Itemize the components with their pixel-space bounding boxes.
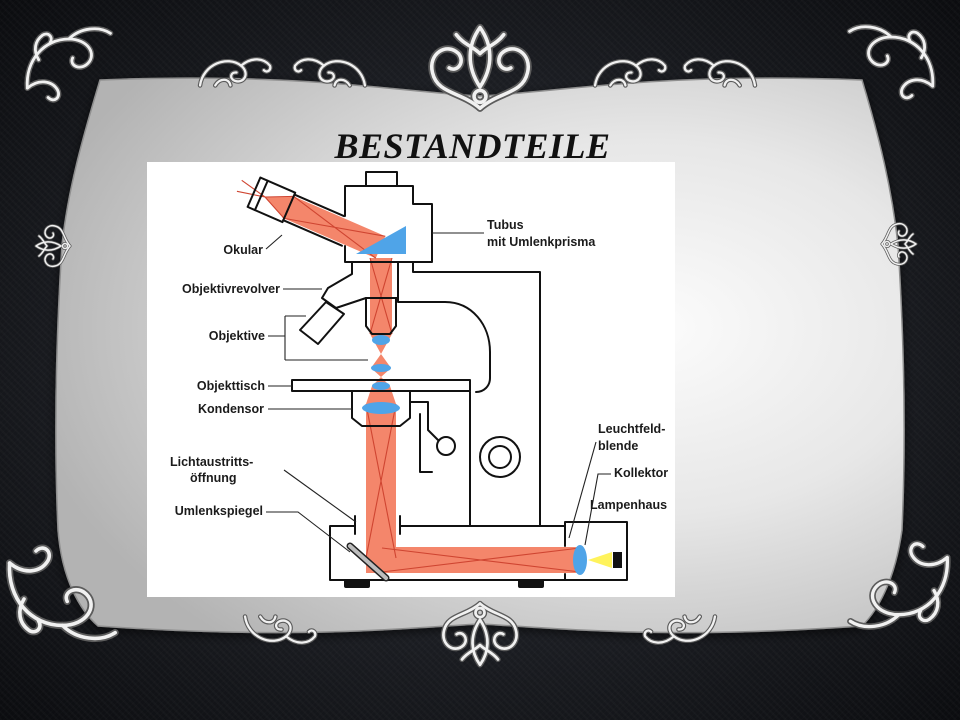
eyepiece-inner-ring <box>253 179 269 212</box>
deflection-mirror-surface <box>348 544 388 580</box>
diagram-labels: Okular Objektivrevolver Objektive Objekt… <box>170 218 668 518</box>
objective-lens <box>372 335 390 345</box>
label-lichtaustritts-line2: öffnung <box>190 471 237 485</box>
focus-knob-inner <box>488 445 512 469</box>
foot-left <box>344 579 370 588</box>
label-okular: Okular <box>223 243 263 257</box>
label-tubus-line1: Tubus <box>487 218 524 232</box>
lamp-light <box>588 552 612 568</box>
label-leuchtfeld-line1: Leuchtfeld- <box>598 422 665 436</box>
label-tubus-line2: mit Umlenkprisma <box>487 235 596 249</box>
objective-vertical <box>365 297 397 335</box>
front-lens <box>371 364 391 372</box>
stand-arm <box>397 261 541 527</box>
eyepiece-assembly <box>236 176 386 259</box>
light-rays-eyepiece <box>236 179 386 259</box>
label-objektivrevolver: Objektivrevolver <box>182 282 280 296</box>
light-cone-eyepiece <box>265 196 294 219</box>
condenser-lens <box>362 402 400 414</box>
foot-right <box>518 579 544 588</box>
slide-title: BESTANDTEILE <box>334 126 611 166</box>
label-kollektor: Kollektor <box>614 466 668 480</box>
light-path-horizontal <box>366 547 580 573</box>
light-exit-aperture <box>354 515 401 535</box>
leader-lichtaustrittsoeffnung <box>283 469 357 523</box>
objective-angled <box>299 301 345 345</box>
light-rays-horizontal <box>381 547 581 573</box>
leader-leuchtfeldblende <box>568 441 597 539</box>
light-rays-vertical <box>365 257 397 559</box>
label-lampenhaus: Lampenhaus <box>590 498 667 512</box>
label-leuchtfeld-line2: blende <box>598 439 638 453</box>
focus-knob <box>479 436 521 478</box>
label-kondensor: Kondensor <box>198 402 264 416</box>
label-objektive: Objektive <box>209 329 265 343</box>
leader-kollektor <box>584 473 611 546</box>
deflection-prism <box>356 226 406 254</box>
tube-head <box>344 185 433 263</box>
eyepiece <box>246 176 297 224</box>
label-objekttisch: Objekttisch <box>197 379 265 393</box>
condenser-knob <box>436 436 456 456</box>
leader-umlenkspiegel <box>266 511 351 553</box>
leader-okular <box>265 234 283 250</box>
collector-lens <box>573 545 587 575</box>
microscope-diagram: Okular Objektivrevolver Objektive Objekt… <box>170 171 668 588</box>
leader-lines <box>265 232 611 553</box>
label-umlenkspiegel: Umlenkspiegel <box>175 504 263 518</box>
microscope-body <box>291 171 628 588</box>
diagram-panel: Okular Objektivrevolver Objektive Objekt… <box>147 162 675 597</box>
label-lichtaustritts-line1: Lichtaustritts- <box>170 455 253 469</box>
specimen-lens <box>372 382 390 390</box>
eyepiece-tube <box>282 193 345 247</box>
condenser-holder <box>351 390 439 473</box>
optics <box>356 226 622 575</box>
leader-objektive <box>268 315 368 361</box>
lamp-socket <box>613 552 622 568</box>
tube-cap <box>365 171 398 187</box>
lamp-housing <box>564 521 628 581</box>
stand-base <box>329 525 566 581</box>
